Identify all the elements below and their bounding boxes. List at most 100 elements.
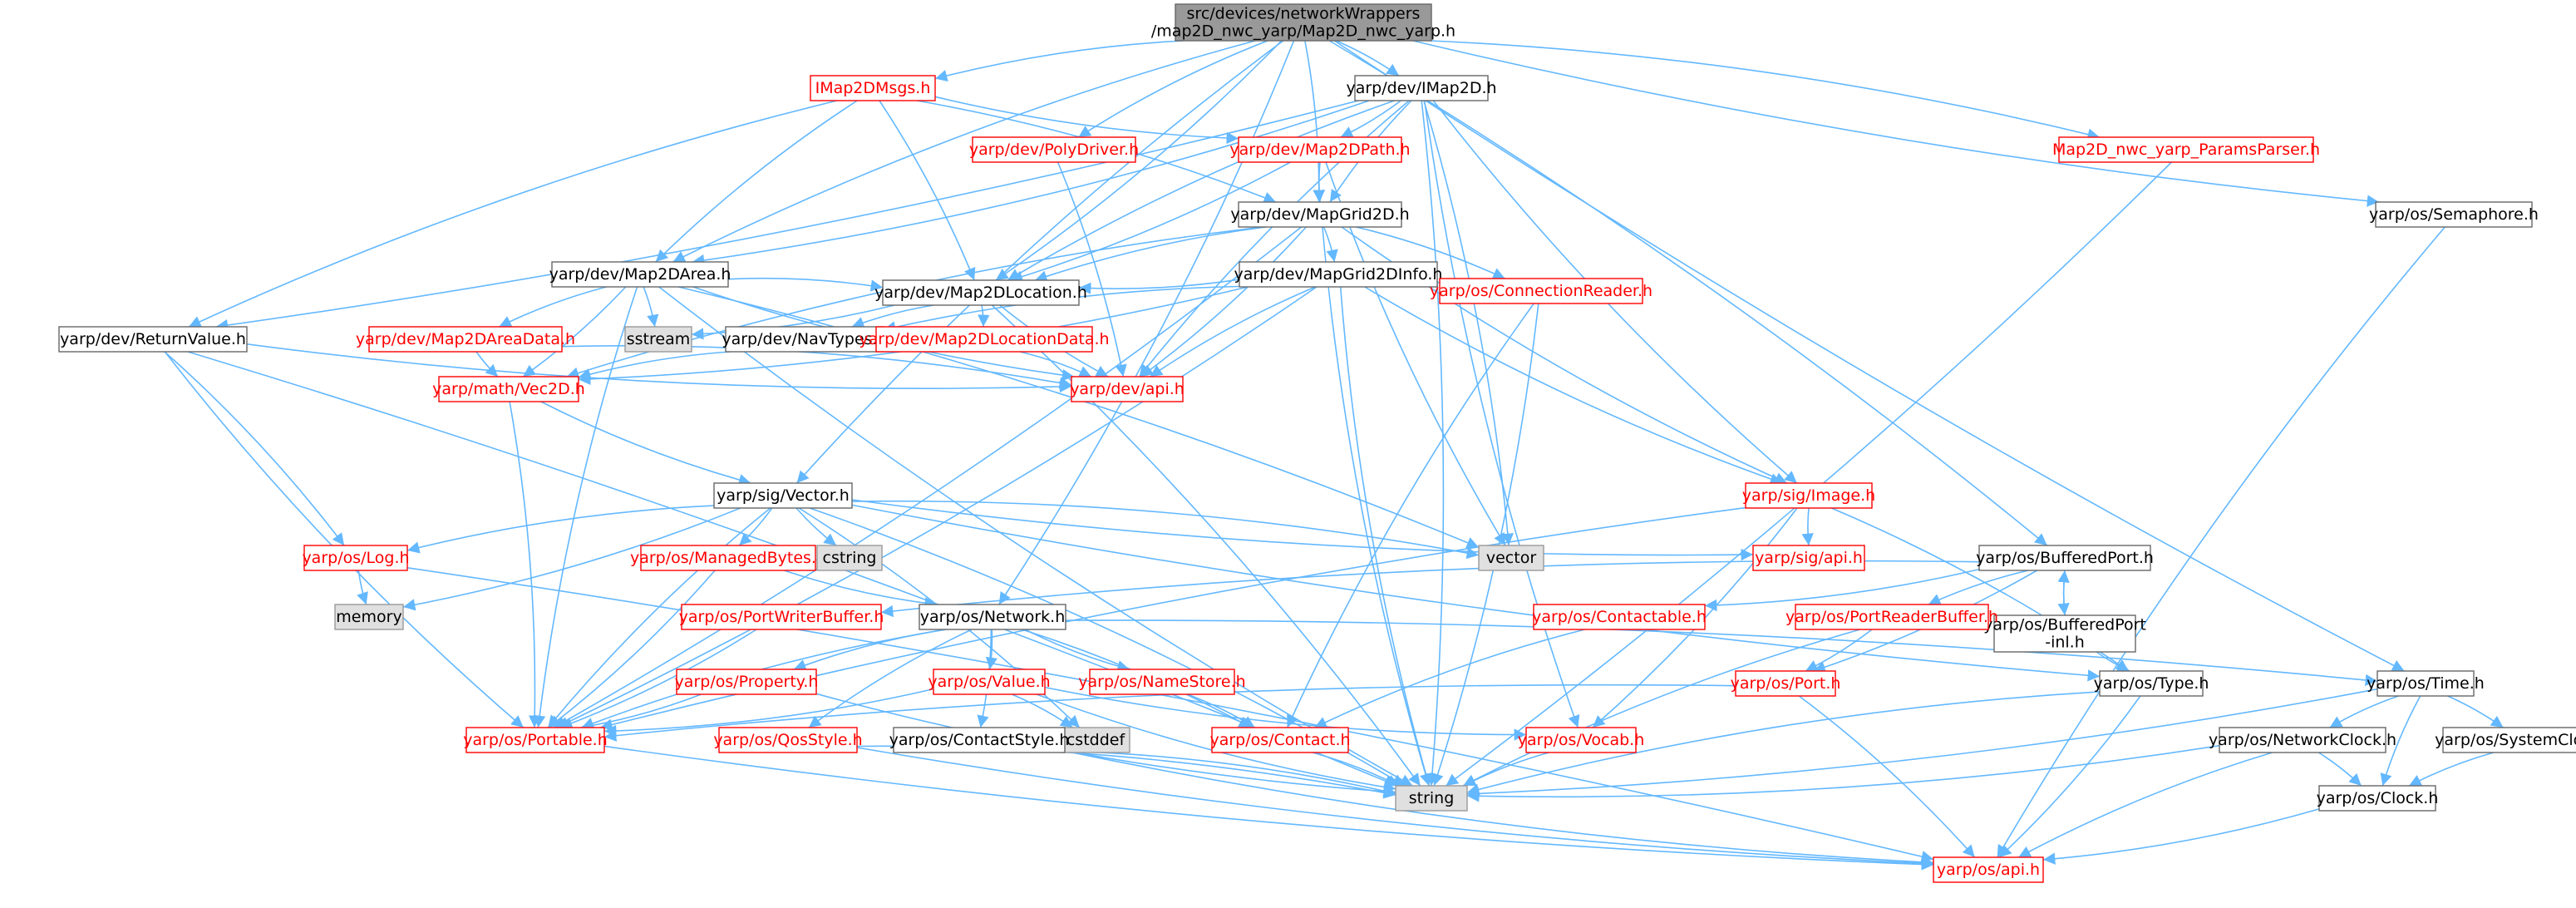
node-vector[interactable]: vector [1478,545,1544,571]
node-Network[interactable]: yarp/os/Network.h [919,604,1066,630]
node-IMap2DMsgs[interactable]: IMap2DMsgs.h [810,75,936,101]
edge-Image-to-sigapi [1801,507,1814,546]
node-label: yarp/os/ManagedBytes.h [630,549,826,567]
node-sstream[interactable]: sstream [624,326,692,353]
node-box [1089,669,1235,695]
edge-PortReaderBuffer-to-Port [1805,629,1873,672]
node-root[interactable]: src/devices/networkWrappers/map2D_nwc_ya… [1151,3,1455,42]
node-Vec2D[interactable]: yarp/math/Vec2D.h [432,376,585,402]
node-NavTypes[interactable]: yarp/dev/NavTypes.h [722,326,888,353]
edge-BufferedPort-to-PortReaderBuffer [1928,570,2029,605]
node-label: yarp/os/Network.h [920,608,1066,626]
node-label: yarp/dev/ReturnValue.h [60,330,246,348]
node-box [438,376,579,402]
edge-Map2DArea-to-sstream [643,286,659,328]
edge-NetworkClock-to-osapi [2017,752,2273,858]
node-label: yarp/dev/Map2DArea.h [549,265,731,284]
node-devapi[interactable]: yarp/dev/api.h [1070,376,1185,402]
node-cstring[interactable]: cstring [816,545,883,571]
node-BufferedPort[interactable]: yarp/os/BufferedPort.h [1976,545,2154,571]
edge-Vector-to-Type [851,504,2101,682]
node-ManagedBytes[interactable]: yarp/os/ManagedBytes.h [630,545,826,571]
node-ConnectionReader[interactable]: yarp/os/ConnectionReader.h [1430,278,1652,304]
node-Clock[interactable]: yarp/os/Clock.h [2317,785,2439,812]
node-NameStore[interactable]: yarp/os/NameStore.h [1078,669,1246,695]
node-box [1735,670,1836,697]
node-memory[interactable]: memory [334,604,404,630]
edge-Clock-to-osapi [2042,808,2320,865]
node-box [1978,545,2151,571]
node-MapGrid2DInfo[interactable]: yarp/dev/MapGrid2DInfo.h [1234,261,1443,288]
node-IMap2D[interactable]: yarp/dev/IMap2D.h [1346,75,1497,101]
edge-Vector-to-sigapi [851,499,1754,561]
node-Map2DAreaData[interactable]: yarp/dev/Map2DAreaData.h [356,326,575,353]
node-Property[interactable]: yarp/os/Property.h [675,669,819,695]
node-SystemClock[interactable]: yarp/os/SystemClock.h [2435,727,2576,753]
edge-Vector-to-memory [402,507,741,611]
node-Semaphore[interactable]: yarp/os/Semaphore.h [2369,201,2539,228]
node-Type[interactable]: yarp/os/Type.h [2094,670,2209,697]
node-Vocab[interactable]: yarp/os/Vocab.h [1518,727,1644,753]
edge-Log-to-osapi [406,567,1934,863]
node-Port[interactable]: yarp/os/Port.h [1731,670,1841,697]
edge-IMap2DMsgs-to-Map2DArea [655,100,858,263]
node-box [2442,727,2576,753]
edge-PortWriterBuffer-to-Portable [559,629,757,729]
node-ContactStyle[interactable]: yarp/os/ContactStyle.h [889,727,1070,753]
node-osapi[interactable]: yarp/os/api.h [1933,856,2044,883]
node-Contactable[interactable]: yarp/os/Contactable.h [1532,604,1707,630]
node-box [303,545,408,571]
node-label: yarp/os/Port.h [1731,674,1841,693]
node-BufferedPortInl[interactable]: yarp/os/BufferedPort-inl.h [1983,614,2146,653]
node-box [1211,727,1349,753]
edge-IMap2D-to-vector [1423,100,1514,546]
edge-PortReaderBuffer-to-string [1462,629,1861,787]
edge-root-to-PolyDriver [1077,40,1268,138]
node-label: yarp/math/Vec2D.h [432,380,585,398]
node-PortReaderBuffer[interactable]: yarp/os/PortReaderBuffer.h [1785,604,1998,630]
node-box [1533,604,1706,630]
node-PolyDriver[interactable]: yarp/dev/PolyDriver.h [969,136,1139,163]
node-label: Map2D_nwc_yarp_ParamsParser.h [2052,141,2320,159]
node-box [933,669,1046,695]
edge-MapGrid2DInfo-to-Portable [556,286,1318,728]
node-Map2DPath[interactable]: yarp/dev/Map2DPath.h [1229,136,1411,163]
node-ReturnValue[interactable]: yarp/dev/ReturnValue.h [58,326,248,353]
node-string[interactable]: string [1395,785,1468,812]
node-MapGrid2D[interactable]: yarp/dev/MapGrid2D.h [1230,201,1410,228]
node-Map2DLocation[interactable]: yarp/dev/Map2DLocation.h [874,279,1087,306]
node-Image[interactable]: yarp/sig/Image.h [1742,482,1875,509]
edge-Property-to-string [815,693,1396,797]
node-QosStyle[interactable]: yarp/os/QosStyle.h [713,727,863,753]
node-label: yarp/os/PortWriterBuffer.h [679,608,884,626]
node-Time[interactable]: yarp/os/Time.h [2367,670,2485,697]
node-PortWriterBuffer[interactable]: yarp/os/PortWriterBuffer.h [679,604,884,630]
node-box [875,326,1093,353]
node-sigapi[interactable]: yarp/sig/api.h [1752,545,1865,571]
node-label: yarp/os/PortReaderBuffer.h [1785,608,1998,626]
node-Contact[interactable]: yarp/os/Contact.h [1209,727,1351,753]
node-Map2DArea[interactable]: yarp/dev/Map2DArea.h [549,261,731,288]
node-label: src/devices/networkWrappers [1187,5,1421,23]
node-label: cstring [823,549,877,567]
node-Value[interactable]: yarp/os/Value.h [928,669,1051,695]
edge-MapGrid2D-to-Portable [554,226,1303,728]
node-Portable[interactable]: yarp/os/Portable.h [463,727,608,753]
edge-NavTypes-to-Vec2D [578,351,731,380]
node-label: yarp/os/NetworkClock.h [2209,731,2396,749]
node-box [718,727,858,753]
node-box [1061,727,1130,753]
node-NetworkClock[interactable]: yarp/os/NetworkClock.h [2209,727,2396,753]
node-box [551,261,729,288]
node-cstddef[interactable]: cstddef [1061,727,1130,753]
node-box [681,604,882,630]
node-Vector[interactable]: yarp/sig/Vector.h [713,482,853,509]
node-label: yarp/sig/Vector.h [717,486,850,505]
node-box [882,279,1080,306]
node-box [810,75,936,101]
node-ParamsParser[interactable]: Map2D_nwc_yarp_ParamsParser.h [2052,136,2320,163]
edge-Vector-to-vector [851,500,1480,560]
node-Log[interactable]: yarp/os/Log.h [302,545,410,571]
node-Map2DLocationData[interactable]: yarp/dev/Map2DLocationData.h [859,326,1110,353]
